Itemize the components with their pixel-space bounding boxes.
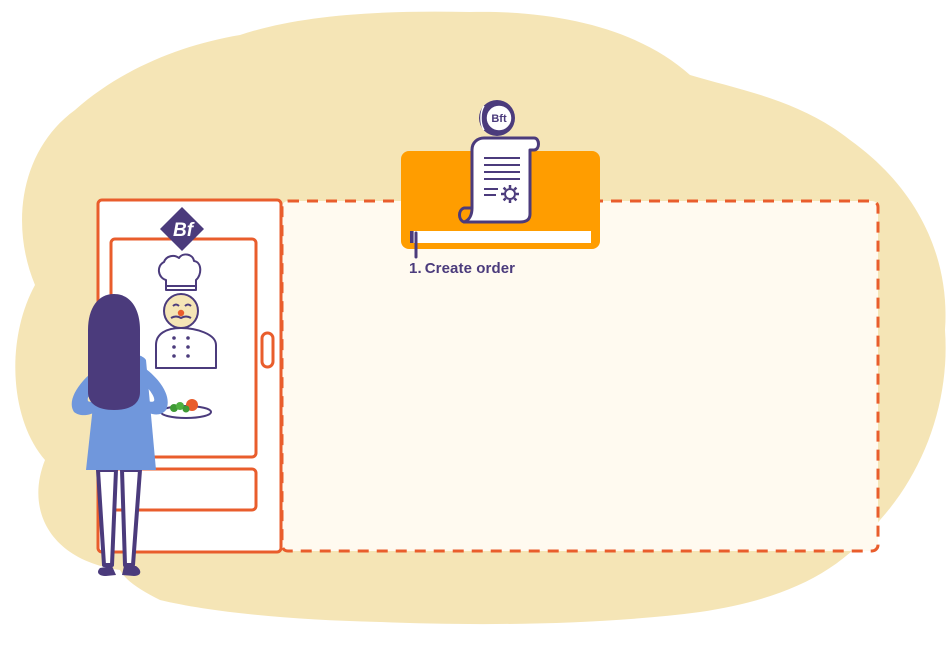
step-number: 1.: [409, 260, 422, 277]
kiosk-handle: [260, 331, 275, 369]
progress-fill: [410, 231, 414, 243]
progress-track: [410, 231, 591, 243]
coin-icon: Bft: [479, 100, 515, 136]
kiosk-logo-text: Bf: [173, 220, 195, 241]
order-panel: [280, 199, 880, 553]
step-caption: 1.Create order: [409, 260, 515, 277]
woman-icon: [71, 294, 168, 576]
kiosk-logo-icon: Bf: [160, 207, 204, 251]
chef-icon: [155, 253, 217, 369]
food-plate-icon: [160, 399, 212, 419]
coin-text: Bft: [491, 113, 507, 125]
receipt-icon: [458, 136, 540, 224]
step-label: Create order: [424, 260, 516, 277]
gear-icon: [501, 185, 519, 203]
